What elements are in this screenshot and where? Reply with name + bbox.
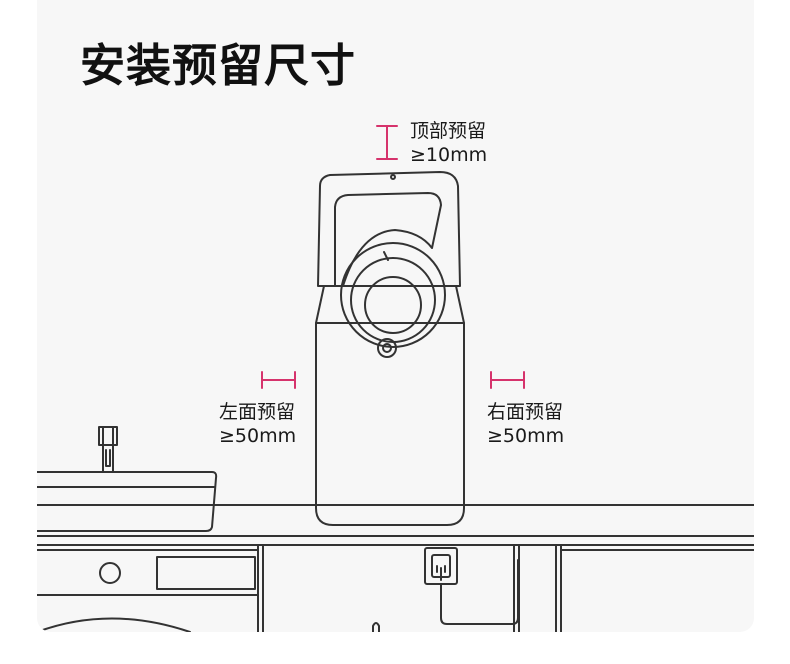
faucet-icon [98,426,118,473]
left-clearance-label: 左面预留 ≥50mm [219,400,296,448]
right-clearance-name: 右面预留 [487,401,564,423]
power-socket-icon [424,547,519,625]
countertop [37,504,754,546]
left-clearance-marker [261,371,296,389]
top-clearance-label: 顶部预留 ≥10mm [410,119,487,167]
top-clearance-value: ≥10mm [410,144,488,166]
cabinet-knob-icon [372,622,380,632]
right-clearance-label: 右面预留 ≥50mm [487,400,564,448]
page-title: 安装预留尺寸 [80,39,357,92]
top-clearance-name: 顶部预留 [410,120,487,142]
washer-drum-icon [37,556,256,632]
top-clearance-marker [376,125,398,160]
washing-machine [315,171,465,526]
right-clearance-marker [490,371,525,389]
cabinets [37,544,754,632]
left-clearance-value: ≥50mm [219,425,297,447]
left-clearance-name: 左面预留 [219,401,296,423]
right-clearance-value: ≥50mm [487,425,565,447]
diagram-card [37,0,754,632]
sink-basin [37,471,218,532]
